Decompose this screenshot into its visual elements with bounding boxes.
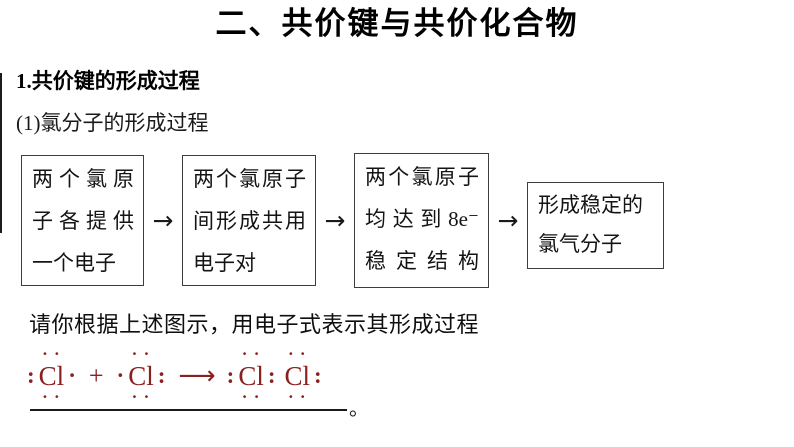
formula-symbol: +: [88, 361, 104, 390]
formula-dots: [218, 362, 222, 392]
section-heading: 1.共价键的形成过程: [16, 69, 200, 93]
formula-dots: :: [27, 363, 35, 388]
flow-box-line: 稳定结构: [365, 248, 479, 273]
flow-box-line: 均达到8e⁻: [365, 206, 479, 231]
flow-box: 形成稳定的氯气分子: [527, 182, 664, 269]
flow-box-line: 两个氯原: [32, 166, 134, 191]
flow-box-line: 两个氯原子: [193, 166, 306, 191]
formula-dots: [85, 392, 108, 406]
formula-symbol: Cl: [128, 361, 154, 391]
formula-dots: :: [267, 363, 276, 388]
formula-atom-group: · ·:Cl· · ·: [27, 344, 76, 406]
formula-dots: · ·: [287, 344, 307, 363]
answer-underline: [30, 409, 347, 411]
formula-dots: ·: [116, 363, 125, 388]
flow-arrow-icon: →: [324, 205, 346, 235]
formula-dots: · ·: [131, 344, 151, 363]
flow-arrow-icon: →: [497, 205, 519, 235]
formula-dots: · ·: [42, 387, 61, 406]
formula-op-symbol: +: [81, 346, 112, 406]
formula-dots: · ·: [287, 387, 307, 406]
flow-box-line: 两个氯原子: [365, 164, 479, 189]
slide-title: 二、共价键与共价化合物: [215, 6, 579, 41]
formula-dots: [174, 346, 217, 362]
flow-box: 两个氯原子各提供一个电子: [21, 154, 144, 286]
formula-dots: · ·: [131, 387, 151, 406]
formula-dots: [174, 392, 217, 406]
formula-dots: · ·: [241, 344, 261, 363]
formula-dots: [85, 346, 108, 362]
formula-dots: :: [226, 363, 235, 388]
flow-box: 两个氯原子间形成共用电子对: [182, 154, 316, 286]
formula-dots: ·: [68, 363, 76, 388]
prompt-text: 请你根据上述图示，用电子式表示其形成过程: [29, 312, 480, 337]
formula-dots: · ·: [241, 387, 261, 406]
flow-box-line: 氯气分子: [538, 232, 622, 256]
flow-box: 两个氯原子均达到8e⁻ 稳定结构: [354, 152, 489, 288]
flowchart: 两个氯原子各提供一个电子 → 两个氯原子间形成共用电子对 → 两个氯原子均达到8e⁻ 稳定…: [21, 152, 664, 288]
flow-arrow-icon: →: [152, 205, 174, 235]
formula-symbol: ⟶: [178, 361, 215, 391]
formula-dots: · ·: [42, 344, 61, 363]
electron-formula: · ·:Cl·· ·+· ··Cl:· ·⟶· ·:Cl:· ·· ·Cl:· …: [27, 344, 327, 406]
formula-symbol: Cl: [238, 361, 264, 391]
formula-dots: :: [314, 363, 322, 388]
formula-dots: [108, 362, 112, 392]
formula-atom-group: · ·:Cl: · ·: [226, 344, 276, 406]
flow-box-line: 子各提供: [32, 208, 134, 233]
formula-dots: :: [157, 363, 166, 388]
flow-box-line: 电子对: [193, 250, 256, 275]
flow-box-line: 间形成共用: [193, 208, 306, 233]
flow-box-line: 一个电子: [32, 250, 116, 275]
formula-symbol: Cl: [38, 361, 65, 391]
formula-symbol: Cl: [284, 361, 311, 391]
left-edge-line: [0, 73, 2, 233]
subsection-heading: (1)氯分子的形成过程: [16, 111, 209, 135]
formula-atom-group: · · ·Cl: · ·: [116, 344, 166, 406]
formula-atom-group: · ·Cl: · ·: [281, 344, 322, 406]
formula-arrow-symbol: ⟶: [170, 346, 221, 406]
flow-box-line: 形成稳定的: [538, 193, 643, 217]
period-mark: 。: [349, 398, 369, 420]
